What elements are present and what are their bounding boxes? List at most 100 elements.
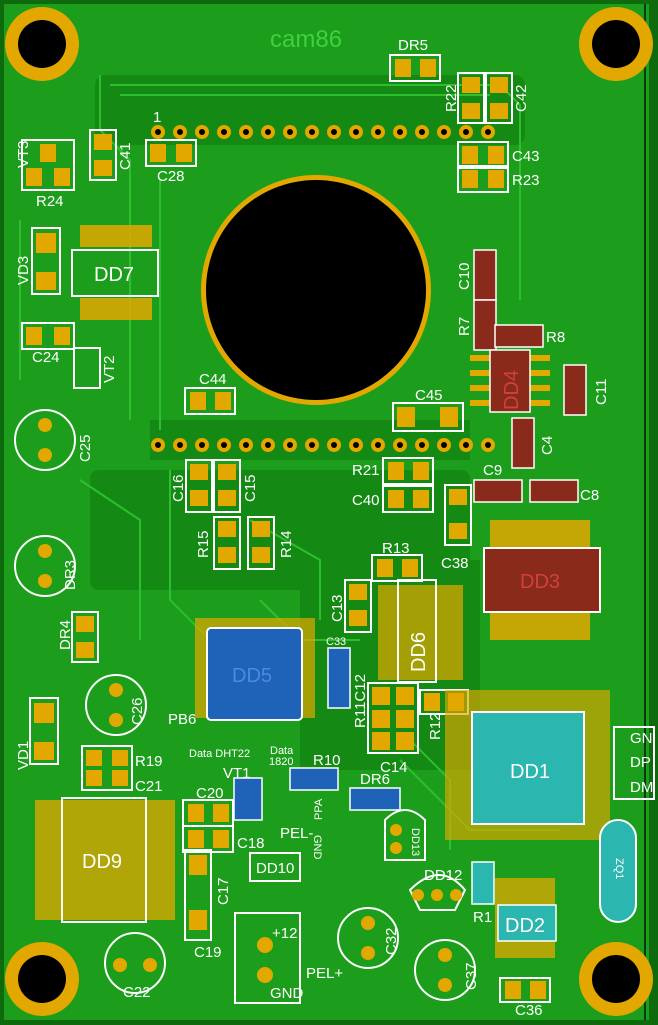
capacitor-c26 [85,674,147,736]
vt2-outline [73,347,101,389]
label-c21: C21 [135,778,163,795]
label-c8: C8 [580,487,599,504]
label-r7: R7 [456,317,473,336]
label-r12: R12 [427,712,444,740]
diode-vd3 [31,227,61,295]
label-c36: C36 [515,1002,543,1019]
label-c16: C16 [170,474,187,502]
label-c18: C18 [237,835,265,852]
label-c25: C25 [77,434,94,462]
dd9-ic [35,797,175,923]
crystal-zq1 [599,819,637,923]
label-r14: R14 [278,530,295,558]
dr6-part [349,787,401,811]
label-dd7: DD7 [94,264,134,286]
label-c4: C4 [539,436,556,455]
label-r19: R19 [135,753,163,770]
label-dd5: DD5 [232,665,272,687]
label-r8: R8 [546,329,565,346]
inductor-dr3 [14,535,76,597]
usb-connector [613,726,655,800]
dd10-outline [249,852,301,882]
label-c32: C32 [383,927,400,955]
label-dp: DP [630,754,651,771]
label-c45: C45 [415,387,443,404]
label-dr5: DR5 [398,37,428,54]
label-c20: C20 [196,785,224,802]
sensor-dd13 [384,809,426,861]
dd2-ic [495,878,557,958]
label-dr6: DR6 [360,771,390,788]
label-c41: C41 [117,142,134,170]
label-data-dht22: Data DHT22 [189,748,250,760]
sensor-dd12 [408,874,467,911]
label-gnd-power: GND [270,985,304,1002]
header-bottom [151,438,495,452]
label-c19: C19 [194,944,222,961]
label-pb6: PB6 [168,711,196,728]
label-c42: C42 [513,84,530,112]
label-zq1: ZQ1 [613,858,625,879]
label-dd12: DD12 [424,867,462,884]
label-r21: R21 [352,462,380,479]
r10-part [289,767,339,791]
mounting-hole [5,7,79,81]
dark-parts [473,249,587,503]
label-c26: C26 [129,697,146,725]
label-r15: R15 [195,530,212,558]
vt1-part [233,777,263,821]
label-c17: C17 [215,877,232,905]
dd4-ic [470,349,550,413]
label-gn: GN [630,730,653,747]
label-dd2: DD2 [505,915,545,937]
dd3-ic [483,520,601,640]
capacitor-c37 [414,939,476,1001]
label-vd1: VD1 [15,741,32,770]
label-dd10: DD10 [256,860,294,877]
diode-vd1 [29,697,59,765]
label-c10: C10 [456,262,473,290]
label-dd1: DD1 [510,761,550,783]
label-vt2: VT2 [101,355,118,383]
dd6-ic [378,579,463,683]
label-dd13: DD13 [409,828,421,856]
label-r11-c12: R11C12 [352,674,369,728]
mounting-hole [5,942,79,1016]
label-c43: C43 [512,148,540,165]
label-pel-minus: PEL- [280,825,313,842]
label-c28: C28 [157,168,185,185]
label-c33: C33 [326,636,346,648]
board-name: cam86 [270,26,342,53]
mounting-hole [579,942,653,1016]
header-top [151,125,495,139]
label-dr3: DR3 [62,560,79,590]
label-r13: R13 [382,540,410,557]
label-dd6: DD6 [408,632,430,672]
pin1-marker: 1 [153,109,161,126]
label-c9: C9 [483,462,502,479]
label-c37: C37 [463,962,480,990]
label-dd9: DD9 [82,851,122,873]
label-gnd-sensor: GND [311,835,323,860]
label-c44: C44 [199,371,227,388]
label-1820: 1820 [269,756,293,768]
label-c40: C40 [352,492,380,509]
label-r24: R24 [36,193,64,210]
label-c22: C22 [123,984,151,1001]
label-r10: R10 [313,752,341,769]
power-connector [234,912,301,1004]
label-vd3: VD3 [15,256,32,285]
power-pin [257,967,273,983]
c33-part [327,647,351,709]
r1-part [471,861,495,905]
label-r23: R23 [512,172,540,189]
label-c15: C15 [242,474,259,502]
label-c11: C11 [593,379,610,405]
label-vt1: VT1 [223,765,251,782]
dd5-ic [195,618,315,721]
label-dr4: DR4 [57,620,74,650]
sensor-aperture [201,175,431,405]
mounting-hole [579,7,653,81]
capacitor-c32 [337,907,399,969]
